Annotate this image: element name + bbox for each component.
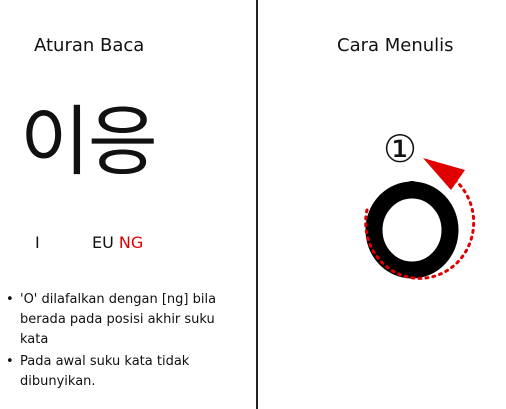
reading-notes-list: 'O' dilafalkan dengan [ng] bila berada p… <box>6 290 242 394</box>
stroke-order-diagram: ① <box>364 127 476 280</box>
hangul-syllable-eung: 응 <box>87 97 158 186</box>
stroke-arrow-icon <box>423 158 465 190</box>
reading-rules-title: Aturan Baca <box>34 35 145 56</box>
writing-title: Cara Menulis <box>337 35 454 56</box>
ieung-character <box>365 181 459 279</box>
stroke-number: ① <box>383 127 417 171</box>
romanization-ng: NG <box>118 233 144 252</box>
note-item: 'O' dilafalkan dengan [ng] bila berada p… <box>6 290 242 350</box>
romanization-eu: EU <box>92 233 114 252</box>
column-divider <box>256 0 258 409</box>
note-item: Pada awal suku kata tidak dibunyikan. <box>6 352 242 392</box>
stroke-direction-path <box>364 178 476 280</box>
hangul-syllable-i: 이 <box>20 97 90 186</box>
romanization-i: I <box>35 233 40 252</box>
romanization-eung: EU NG <box>92 233 143 252</box>
hangul-word: 이 응 <box>20 97 158 186</box>
